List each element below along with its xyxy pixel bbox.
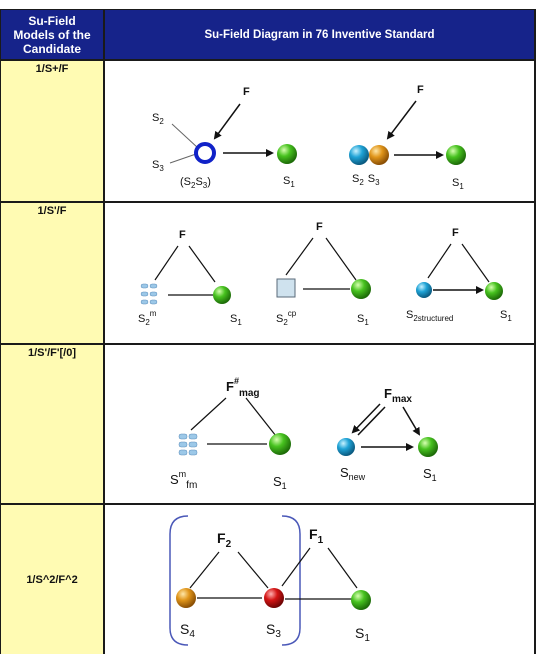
row2-s2structured-sphere (416, 282, 432, 298)
row1-s1-right-sphere (446, 145, 466, 165)
model-label-4: 1/S^2/F^2 (26, 573, 78, 586)
model-cell-2: 1/S'/F (1, 203, 103, 343)
header-model-column: Su-Field Models of the Candidate (1, 10, 103, 59)
row2-s1b-label: S1 (357, 313, 369, 327)
row1-f-left-arrow (213, 103, 241, 140)
row3-smfm-label: Smfm (170, 469, 197, 491)
row4-right-t-left-edge (281, 547, 311, 587)
row2-s1a-sphere (213, 286, 231, 304)
row3-t-right-edge (245, 397, 277, 437)
table-border-left (0, 9, 1, 654)
row3-snew-label: Snew (340, 465, 366, 482)
row4-bracket-left (169, 515, 189, 646)
row1-f-left-label: F (243, 86, 250, 98)
row2-f1-label: F (179, 229, 186, 241)
table-border-top (0, 9, 536, 10)
row2-s2cp-square (276, 278, 296, 298)
header-diagram-column: Su-Field Diagram in 76 Inventive Standar… (105, 10, 534, 59)
row4-f1-label: F1 (309, 526, 324, 546)
row3-fmax-arrow-right (402, 406, 421, 436)
row2-t3-left-edge (427, 243, 452, 279)
header-col1-line1: Su-Field (28, 13, 76, 28)
row1-f-right-arrow (386, 100, 417, 140)
row3-t-left-edge (190, 397, 227, 431)
row1-s2-connector (171, 123, 199, 149)
row-divider-1 (0, 59, 536, 61)
row4-s1-sphere (351, 590, 371, 610)
row1-s2-sphere (349, 145, 369, 165)
model-cell-1: 1/S+/F (1, 61, 103, 201)
row1-s2-label: S2 (152, 112, 164, 126)
model-cell-3: 1/S'/F'[/0] (1, 345, 103, 503)
row2-f3-label: F (452, 227, 459, 239)
row2-f2-label: F (316, 221, 323, 233)
row3-fmax-arrow-a (351, 403, 381, 434)
row4-s4-label: S4 (180, 621, 195, 640)
row-divider-3 (0, 343, 536, 345)
row4-diagram: F2 F1 S4 S3 S1 (169, 515, 371, 646)
row1-s3-connector (169, 153, 197, 164)
row2-diagram: F S2m S1 F S2cp S1 F S2structured (138, 221, 512, 327)
row2-s1c-label: S1 (500, 309, 512, 323)
row3-diagram: F#mag Smfm S1 Fmax Snew S1 (170, 376, 438, 491)
table-border-right (534, 9, 536, 654)
row3-fmag-label: F#mag (226, 376, 260, 399)
row1-pair-label: (S2S3) (180, 176, 211, 190)
row4-right-t-right-edge (327, 547, 358, 589)
row3-s1a-label: S1 (273, 474, 287, 491)
model-cell-4: 1/S^2/F^2 (1, 505, 103, 654)
row4-s3-sphere (264, 588, 284, 608)
row4-bracket-right (281, 515, 301, 646)
row2-s2m-particles (140, 283, 158, 305)
row2-s2m-label: S2m (138, 309, 157, 327)
row4-left-t-left-edge (189, 551, 220, 589)
row1-f-right-label: F (417, 84, 424, 96)
row2-t2-right-edge (325, 237, 357, 281)
row3-s1b-label: S1 (423, 466, 437, 483)
row4-s1-label: S1 (355, 625, 370, 644)
model-label-1: 1/S+/F (35, 63, 69, 75)
row3-fmax-label: Fmax (384, 386, 412, 405)
row2-s1a-label: S1 (230, 313, 242, 327)
row1-s3-label: S3 (152, 159, 164, 173)
model-label-2: 1/S'/F (37, 205, 67, 217)
row-divider-4 (0, 503, 536, 505)
row2-t1-right-edge (188, 245, 216, 283)
row2-s2cp-label: S2cp (276, 309, 297, 327)
row3-snew-sphere (337, 438, 355, 456)
row-divider-2 (0, 201, 536, 203)
row2-t1-left-edge (154, 245, 179, 281)
header-col2-label: Su-Field Diagram in 76 Inventive Standar… (204, 28, 435, 41)
row3-s1b-sphere (418, 437, 438, 457)
model-label-3: 1/S'/F'[/0] (27, 347, 77, 359)
row2-s2structured-label: S2structured (406, 309, 453, 323)
row2-s1b-sphere (351, 279, 371, 299)
row2-t3-right-edge (461, 243, 490, 283)
row1-s1-right-label: S1 (452, 177, 464, 191)
row1-s1-left-sphere (277, 144, 297, 164)
table-border-middle (103, 9, 105, 654)
row4-f2-label: F2 (217, 530, 232, 550)
row4-s4-sphere (176, 588, 196, 608)
row1-s1-left-label: S1 (283, 175, 295, 189)
header-col1-line2: Models of the (13, 27, 91, 42)
row1-s3-sphere (369, 145, 389, 165)
row2-t2-left-edge (285, 237, 314, 276)
row3-smfm-particles (178, 433, 198, 456)
row4-s3-label: S3 (266, 621, 281, 640)
row1-ring-substance (194, 142, 216, 164)
header-col1-line3: Candidate (22, 41, 81, 56)
row3-fmax-arrow-b (357, 406, 386, 436)
row4-left-t-right-edge (237, 551, 269, 589)
row3-s1a-sphere (269, 433, 291, 455)
row2-s1c-sphere (485, 282, 503, 300)
